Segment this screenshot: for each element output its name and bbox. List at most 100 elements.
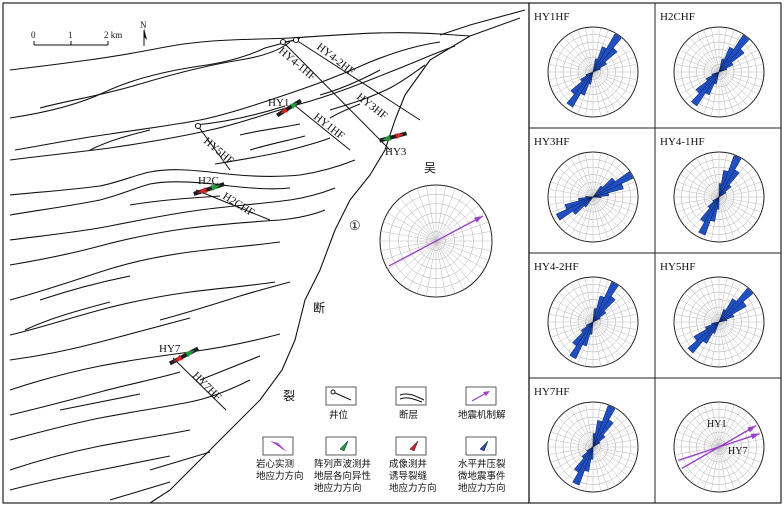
legend-acoustic-line2: 地层各向异性 (314, 470, 372, 482)
legend-acoustic-icon (325, 436, 357, 456)
rose-petal (718, 170, 729, 198)
rose-petal (718, 46, 735, 73)
legend-acoustic-line1: 阵列声波测井 (314, 458, 371, 470)
rose-panels (547, 26, 765, 493)
stress-bars (168, 98, 408, 366)
rose-petal (690, 71, 720, 107)
rose-petal (592, 33, 622, 73)
rose-petal (582, 321, 594, 347)
rose-petal (585, 321, 594, 327)
profile-label-hy5hf: HY5HF (201, 135, 236, 167)
legend-focal-label: 地震机制解 (458, 409, 506, 421)
rose-petal (705, 321, 720, 330)
rose-petal (592, 185, 603, 198)
well-label-hy1: HY1 (268, 97, 289, 109)
rose-petal (718, 183, 722, 198)
rose-petal (580, 71, 594, 96)
legend-imaging-line3: 地应力方向 (389, 482, 437, 494)
rose-petal (712, 196, 720, 203)
rose-petal (705, 71, 720, 82)
rose-petal (586, 446, 594, 453)
rose-petal (718, 298, 737, 323)
rose-petal (592, 441, 601, 448)
legend (262, 386, 497, 456)
rose-diagram-hy7hf (547, 401, 639, 493)
rose-petal (588, 71, 594, 85)
rose-petal (592, 58, 598, 73)
rose-petal (718, 58, 725, 73)
rose-petal (718, 184, 732, 198)
rose-petal (580, 71, 594, 82)
rose-petal (718, 287, 754, 323)
fault-number: ① (349, 218, 361, 233)
rose-petal (700, 196, 720, 223)
profile-label-hy4-2hf: HY4-2HF (314, 41, 357, 78)
rose-petal (718, 62, 734, 73)
legend-microseismic-icon (465, 436, 497, 456)
rose-petal (711, 71, 720, 76)
rose-petal (574, 446, 594, 473)
rose-petal (705, 71, 720, 96)
legend-imaging-line2: 诱导裂缝 (389, 470, 428, 482)
rose-petal (580, 321, 594, 333)
scale-tick-0: 0 (31, 30, 36, 40)
rose-petal (569, 321, 594, 360)
rose-petal (710, 196, 720, 222)
rose-title-h2chf: H2CHF (660, 11, 695, 23)
focal-arrow-hy7 (678, 433, 760, 461)
region-char-1: 吴 (424, 161, 436, 175)
rose-petal (718, 308, 727, 323)
rose-title-hy4-2hf: HY4-2HF (534, 261, 579, 273)
focal-mechanism-arrow (388, 215, 484, 267)
rose-petal (570, 71, 594, 95)
profile-lines (172, 39, 421, 411)
rose-diagram-h2chf (673, 26, 765, 118)
rose-petal (592, 433, 596, 448)
rose-petal (711, 321, 720, 325)
rose-petal (585, 71, 594, 77)
legend-core-line1: 岩心实测 (256, 458, 294, 470)
rose-petal (592, 183, 624, 198)
rose-petal (716, 196, 720, 210)
rose-petal (592, 308, 597, 323)
rose-petal (583, 196, 594, 208)
rose-petal (592, 405, 616, 448)
legend-fault-label: 断层 (399, 409, 418, 421)
rose-diagram-hy5hf (673, 276, 765, 368)
rose-petal (707, 196, 720, 209)
north-arrow-icon (143, 28, 147, 46)
rose-petal (592, 310, 607, 323)
rose-diagram-hy3hf (547, 151, 639, 243)
profile-label-h2chf: H2CHF (220, 190, 256, 219)
rose-arrow-label-hy7: HY7 (728, 446, 747, 457)
rose-petal (592, 47, 618, 73)
rose-petal (592, 281, 619, 323)
rose-petal (581, 446, 594, 459)
well-label-h2c: H2C (198, 175, 219, 187)
rose-petal (718, 155, 742, 198)
center-focal-rose (379, 184, 493, 298)
rose-petal (713, 71, 720, 85)
rose-petal (592, 192, 609, 198)
legend-acoustic-line3: 地应力方向 (314, 482, 362, 494)
rose-petal (592, 46, 607, 73)
rose-petal (718, 48, 745, 73)
scale-bar (33, 41, 109, 46)
rose-diagram-hy4-2hf (547, 276, 639, 368)
rose-petal (589, 321, 594, 335)
rose-petal (592, 317, 601, 323)
legend-well-label: 井位 (329, 409, 349, 421)
rose-petal (698, 196, 720, 236)
rose-petal (712, 321, 720, 334)
scale-tick-1: 1 (68, 30, 73, 40)
rose-petal (592, 420, 603, 448)
rose-petal (592, 434, 606, 448)
region-char-3: 裂 (283, 389, 295, 403)
rose-petal (718, 191, 727, 198)
rose-petal (718, 313, 735, 323)
rose-petal (555, 196, 594, 221)
rose-petal (718, 67, 728, 73)
rose-title-hy7hf: HY7HF (534, 386, 569, 398)
rose-petal (584, 446, 594, 472)
rose-petal (592, 196, 602, 198)
